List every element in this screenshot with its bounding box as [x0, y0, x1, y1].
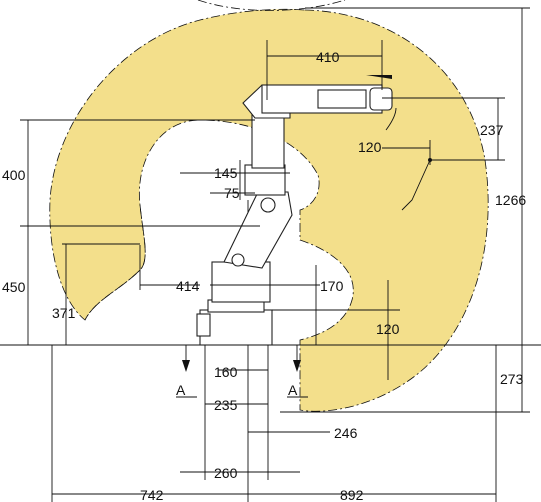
dim-742-label: 742 — [140, 487, 164, 502]
dim-892-label: 892 — [340, 487, 364, 502]
dim-75-label: 75 — [224, 185, 240, 201]
envelope-top-arc — [197, 0, 346, 11]
robot-connector — [196, 313, 211, 337]
dim-260-label: 260 — [214, 465, 238, 481]
robot-joint-lower — [231, 253, 245, 267]
section-a-right-label: A — [288, 382, 298, 398]
dim-1266-label: 1266 — [495, 192, 526, 208]
dim-410-label: 410 — [316, 49, 340, 65]
dim-400-label: 400 — [2, 167, 26, 183]
tool-leader — [401, 159, 431, 211]
robot-lower-arm — [223, 191, 293, 269]
envelope-inner-outline — [84, 204, 146, 321]
dim-235-label: 235 — [214, 397, 238, 413]
dim-145-label: 145 — [214, 165, 238, 181]
wrist-rotation-arc — [385, 107, 397, 131]
dim-237-label: 237 — [480, 122, 504, 138]
dim-371-label: 371 — [52, 305, 76, 321]
robot-elbow-block — [244, 164, 286, 196]
section-a-left-arrow — [182, 360, 190, 372]
robot-wrist — [369, 87, 393, 111]
section-a-left-label: A — [176, 382, 186, 398]
robot-tool-flange — [366, 75, 392, 79]
dim-160-label: 160 — [214, 364, 238, 380]
robot-base — [199, 309, 273, 346]
dim-120-base-label: 120 — [376, 321, 400, 337]
dim-414-label: 414 — [176, 278, 200, 294]
dim-120-top-label: 120 — [358, 139, 382, 155]
robot-forearm-panel — [317, 89, 367, 109]
robot-joint2 — [260, 197, 276, 213]
robot-upper-arm — [251, 109, 285, 169]
dim-170-label: 170 — [320, 278, 344, 294]
dim-246-label: 246 — [334, 425, 358, 441]
section-a-right-arrow — [293, 360, 301, 372]
dim-273-label: 273 — [500, 371, 524, 387]
dim-450-label: 450 — [2, 279, 26, 295]
